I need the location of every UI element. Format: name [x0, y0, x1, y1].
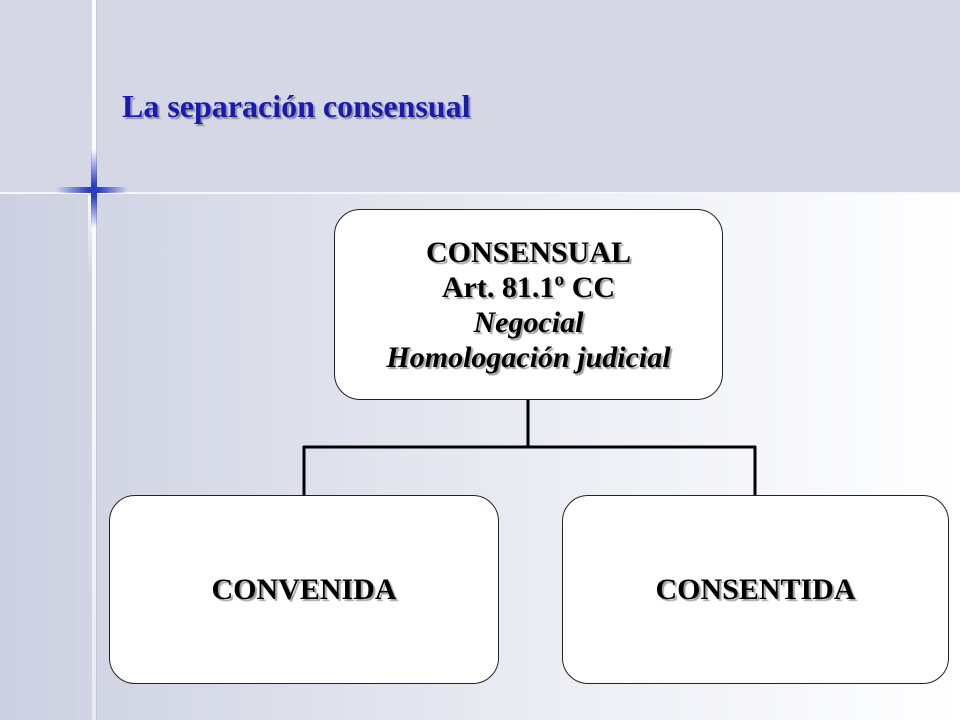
node-consensual-title: CONSENSUAL — [425, 235, 632, 269]
node-consensual: CONSENSUAL Art. 81.1º CC Negocial Homolo… — [334, 209, 723, 400]
node-convenida-label: CONVENIDA — [211, 572, 397, 606]
node-consensual-negocial: Negocial — [473, 305, 584, 339]
node-consentida-label: CONSENTIDA — [655, 572, 856, 606]
node-consensual-homologacion: Homologación judicial — [386, 340, 671, 374]
decorative-horizontal-line — [0, 192, 960, 194]
node-convenida: CONVENIDA — [109, 495, 499, 684]
node-consensual-article: Art. 81.1º CC — [441, 270, 616, 304]
decorative-blue-cross-vertical — [91, 150, 97, 228]
slide-title: La separación consensual — [122, 88, 471, 124]
decorative-vertical-line — [92, 0, 96, 720]
decorative-vertical-line-shadow — [96, 0, 97, 720]
node-consentida: CONSENTIDA — [562, 495, 949, 684]
header-band — [0, 0, 960, 192]
decorative-white-glow — [88, 195, 94, 275]
